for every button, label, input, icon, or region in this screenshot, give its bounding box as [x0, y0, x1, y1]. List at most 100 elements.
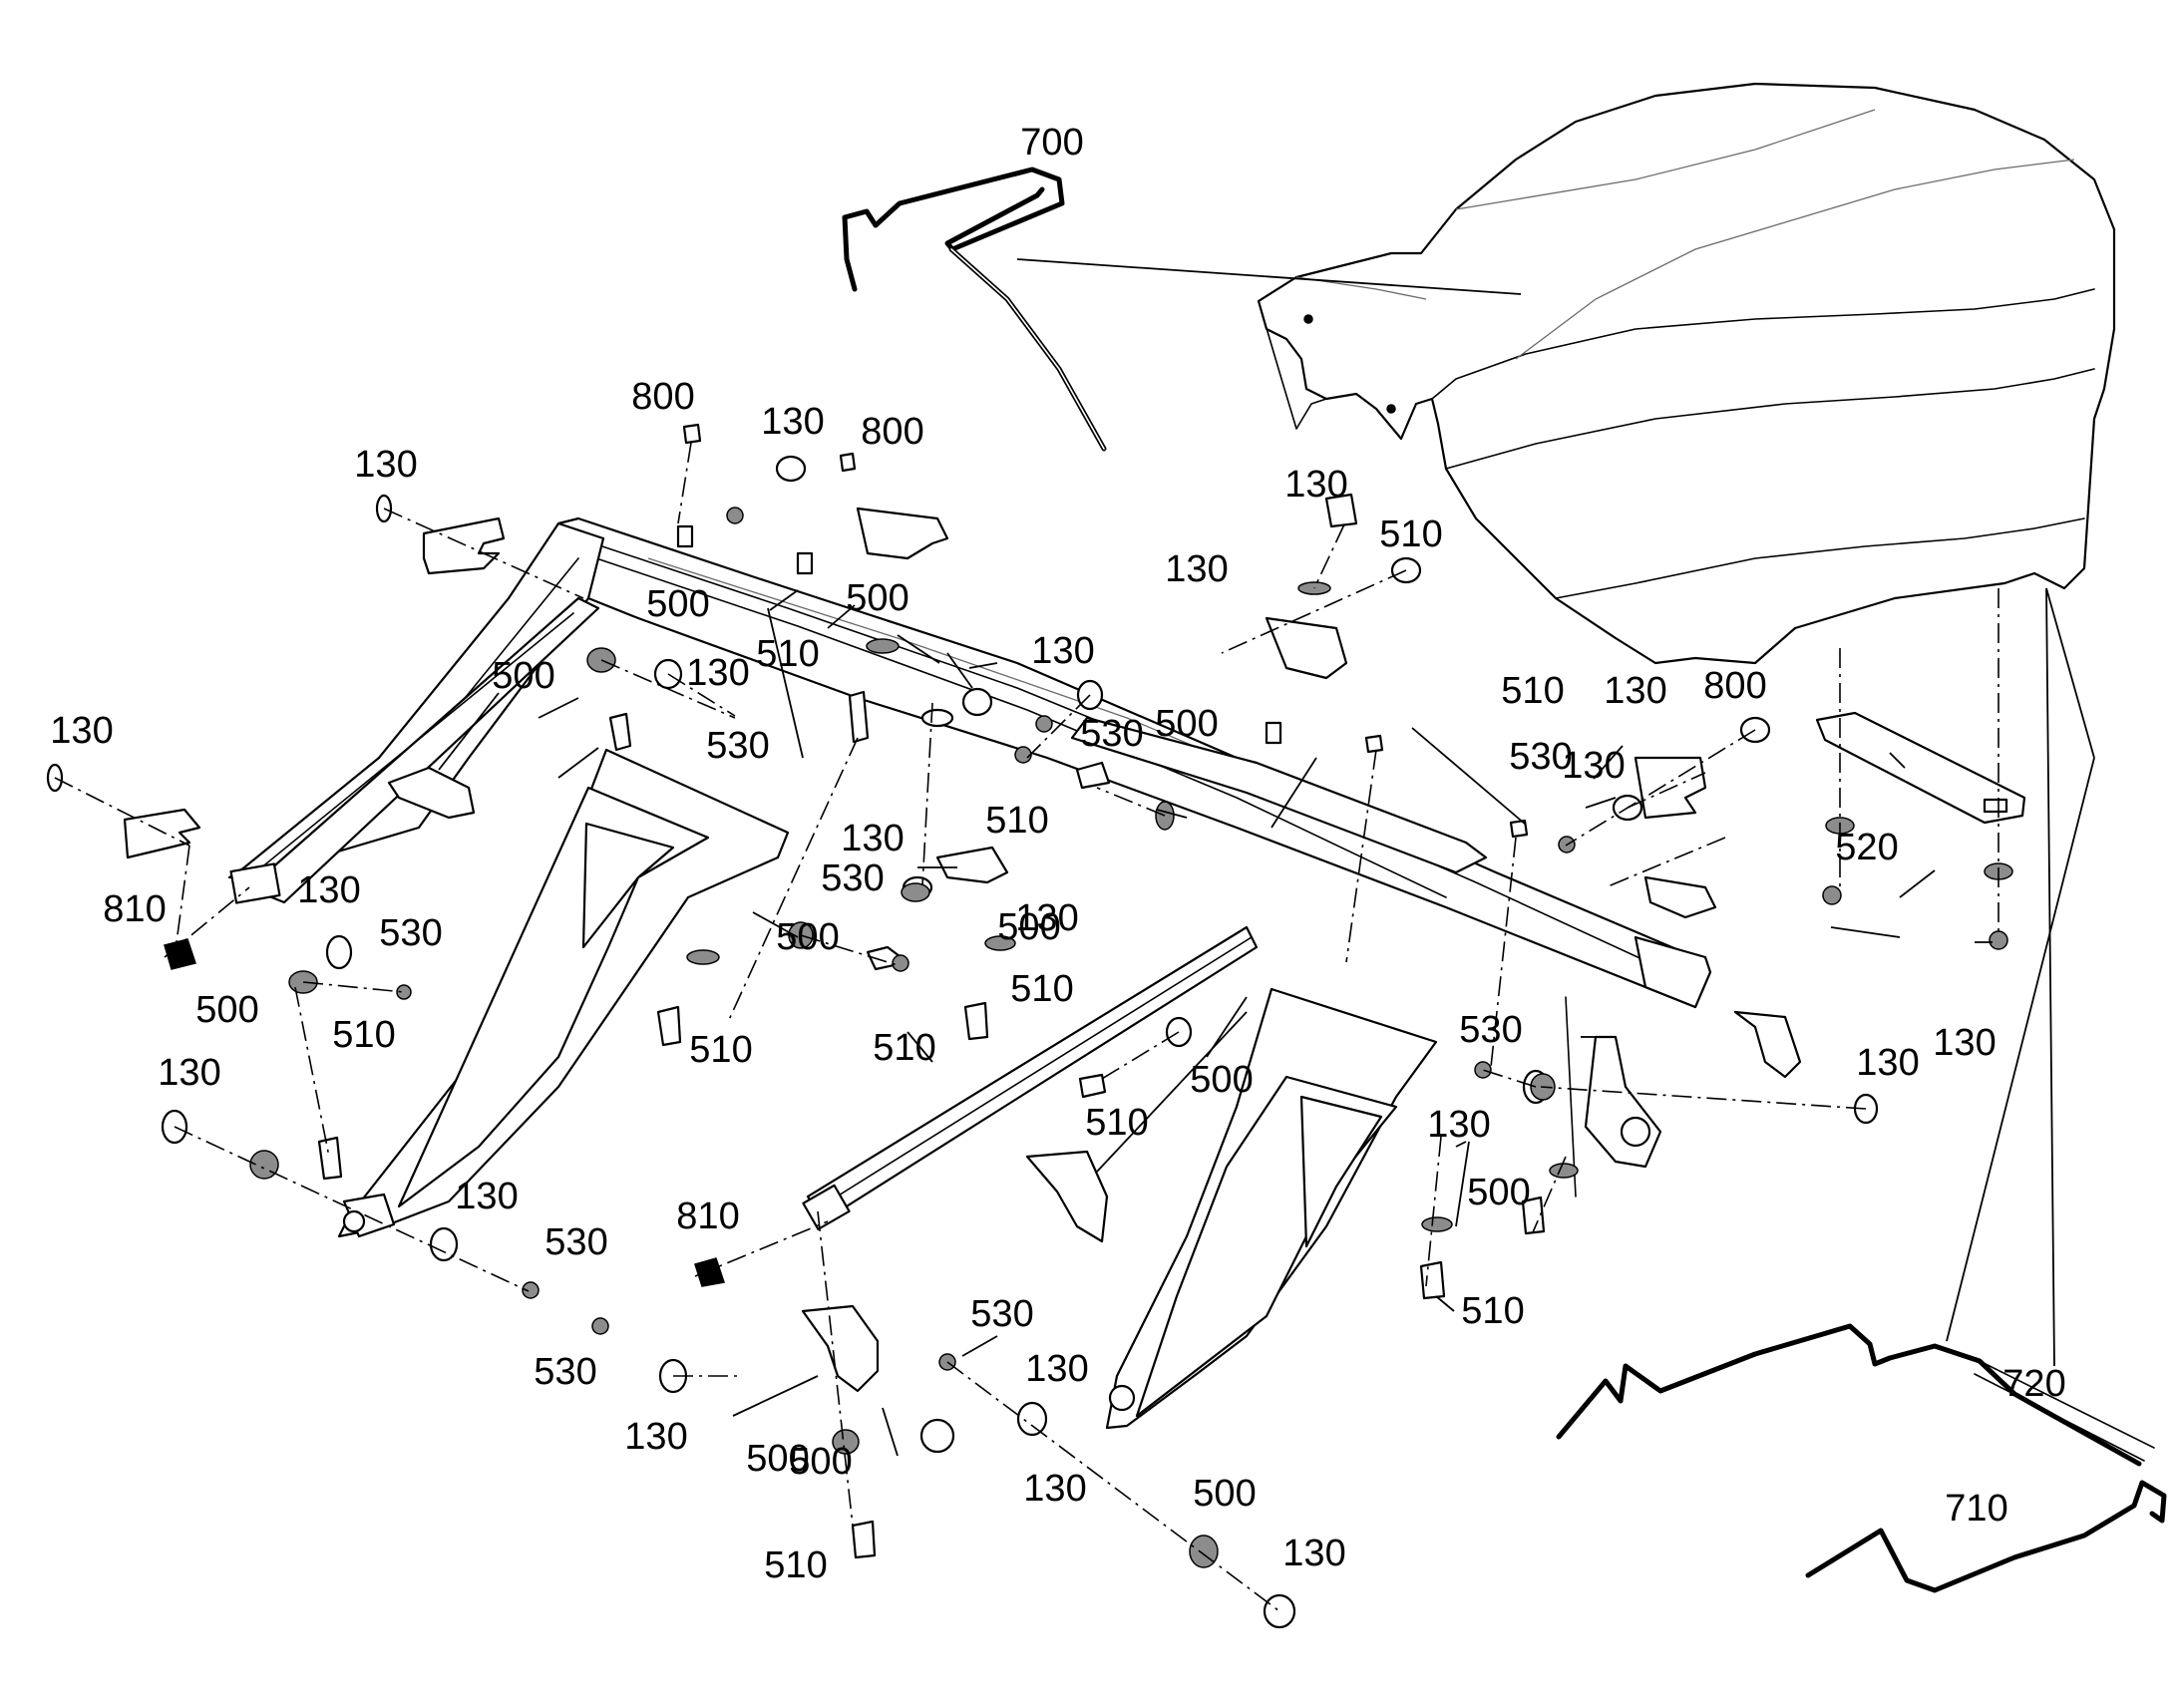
callout-label-130: 130: [1025, 1348, 1088, 1390]
callout-label-130: 130: [1023, 1468, 1086, 1510]
callout-label-500: 500: [776, 916, 839, 958]
callout-label-130: 130: [1604, 670, 1666, 712]
callout-label-800: 800: [861, 411, 923, 453]
l-bracket-lower-right: [1733, 1010, 1802, 1079]
callout-label-530: 530: [545, 1221, 607, 1263]
right-bracket: [1105, 987, 1438, 1430]
frame-tab: [676, 524, 694, 548]
callout-label-500: 500: [195, 989, 258, 1031]
main-frame: [227, 516, 1712, 1009]
left-arm-tube: [229, 596, 600, 904]
callout-label-510: 510: [689, 1029, 752, 1071]
washer-130: [325, 934, 353, 970]
part-700-bar: [842, 167, 1107, 452]
washer-130: [429, 1226, 459, 1262]
l-bracket-center: [387, 766, 476, 820]
washer-500: [832, 1429, 860, 1455]
washer-130: [1016, 1401, 1048, 1437]
callout-label-130: 130: [1015, 897, 1078, 939]
plug-810: [164, 938, 196, 970]
bolt-510: [1075, 761, 1111, 790]
bolt-510: [317, 1136, 343, 1181]
callout-label-530: 530: [970, 1293, 1033, 1335]
bolt-510: [1419, 1260, 1446, 1300]
callout-label-130: 130: [624, 1416, 687, 1458]
callout-label-510: 510: [1461, 1290, 1524, 1332]
callout-label-510: 510: [764, 1544, 827, 1586]
callout-label-500: 500: [1467, 1172, 1530, 1213]
bolt-800: [682, 423, 702, 445]
callout-label-530: 530: [1509, 736, 1572, 778]
fender-screw-hole: [1303, 314, 1313, 324]
bolt-510: [656, 1005, 682, 1047]
frame-tab: [1265, 721, 1282, 745]
bolt-510: [608, 712, 632, 752]
nut-530: [396, 984, 412, 1000]
callout-label-530: 530: [706, 725, 769, 767]
callout-label-520: 520: [1835, 827, 1898, 868]
callout-label-500: 500: [746, 1438, 809, 1480]
nut-530: [1014, 746, 1032, 764]
nut-530: [892, 954, 909, 972]
washer-500: [686, 949, 720, 965]
l-bracket-top-mid: [856, 507, 949, 560]
callout-label-130: 130: [686, 652, 749, 694]
bolt-800: [1509, 819, 1529, 839]
callout-label-510: 510: [1379, 513, 1442, 555]
callout-label-130: 130: [1282, 1533, 1345, 1574]
frame-tab: [796, 551, 814, 575]
callout-label-510: 510: [332, 1014, 395, 1056]
callout-label-510: 510: [1085, 1102, 1148, 1144]
washer-130: [775, 455, 807, 483]
callout-label-500: 500: [846, 577, 908, 619]
callout-label-530: 530: [821, 857, 884, 899]
nut-530: [726, 507, 744, 524]
callout-label-130: 130: [354, 444, 417, 486]
l-bracket-mid: [1265, 616, 1348, 680]
bolt-510: [1078, 1073, 1107, 1099]
assembly-axes: [54, 442, 1999, 1612]
callout-label-530: 530: [379, 912, 442, 954]
washer-500: [1549, 1163, 1579, 1179]
l-bracket-right-mid: [1643, 875, 1717, 919]
callout-label-700: 700: [1020, 122, 1083, 164]
washer-500: [984, 935, 1016, 951]
callout-label-510: 510: [1010, 968, 1073, 1010]
callout-label-130: 130: [1165, 548, 1228, 590]
callout-label-800: 800: [1703, 665, 1766, 707]
right-clamp: [1565, 996, 1662, 1197]
callout-label-130: 130: [297, 869, 360, 911]
nut-530: [591, 1317, 609, 1335]
l-bracket-upper-left: [422, 516, 506, 575]
l-bracket-left: [123, 808, 201, 859]
nut-530: [522, 1281, 540, 1299]
plug-810: [694, 1257, 725, 1287]
bolt-800: [839, 452, 857, 473]
callout-label-130: 130: [1031, 630, 1094, 672]
callout-label-800: 800: [631, 376, 694, 418]
callout-label-130: 130: [158, 1052, 220, 1094]
washer-500: [901, 882, 930, 902]
callout-label-130: 130: [1856, 1042, 1919, 1084]
fender-screw-hole: [1386, 404, 1396, 414]
callout-label-130: 130: [1427, 1104, 1490, 1146]
nut-530: [1989, 930, 2008, 950]
bolt-510: [963, 1001, 989, 1041]
left-bracket: [337, 748, 790, 1238]
leader-lines: [438, 258, 2095, 1457]
l-bracket-bottom: [801, 1304, 880, 1393]
callout-label-530: 530: [534, 1351, 596, 1393]
l-bracket-bottom-right: [1025, 1150, 1109, 1243]
callout-label-510: 510: [756, 633, 819, 675]
callout-label-130: 130: [761, 401, 824, 443]
callout-label-810: 810: [676, 1196, 739, 1237]
callout-label-530: 530: [1080, 713, 1143, 755]
callout-label-510: 510: [1501, 670, 1564, 712]
bolt-510: [851, 1520, 877, 1559]
bolt-510: [848, 690, 870, 744]
callout-label-710: 710: [1945, 1488, 2007, 1530]
fender-cover: [1257, 82, 2116, 665]
bolt-510: [1521, 1196, 1546, 1235]
